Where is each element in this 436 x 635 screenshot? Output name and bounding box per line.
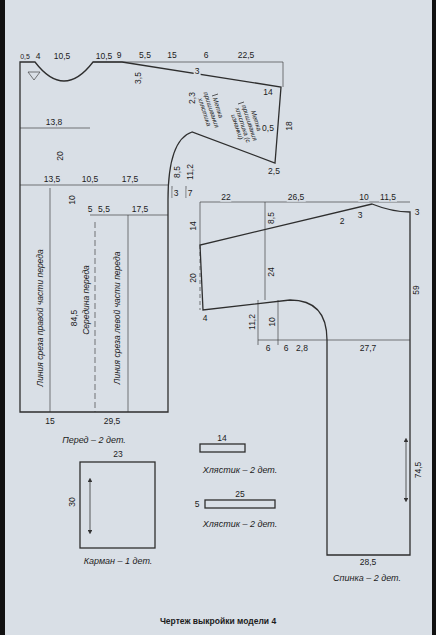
dimension-label: 17,5 xyxy=(121,175,140,184)
dimension-label: 15 xyxy=(166,51,177,60)
drawing-caption: Чертеж выкройки модели 4 xyxy=(159,617,277,626)
dimension-label: 11,2 xyxy=(186,163,195,181)
pattern-piece: Хлястик – 2 дет. xyxy=(180,432,300,480)
dimension-label: 6 xyxy=(283,344,290,353)
piece-caption: Линия среза левой части переда xyxy=(113,251,122,386)
dimension-label: 22,5 xyxy=(237,51,256,60)
dimension-label: 26,5 xyxy=(287,193,306,202)
dimension-label: 4 xyxy=(35,52,42,61)
dimension-label: 23 xyxy=(112,450,123,459)
dimension-label: 5 xyxy=(87,205,94,214)
dimension-label: 14 xyxy=(216,434,227,443)
piece-caption: Карман – 1 дет. xyxy=(83,557,154,566)
dimension-label: 3 xyxy=(357,211,364,220)
dimension-label: 9 xyxy=(116,51,123,60)
dimension-label: 8,5 xyxy=(173,165,182,179)
dimension-label: 10,5 xyxy=(81,175,100,184)
dimension-label: 10,5 xyxy=(95,52,114,61)
dimension-label: 14 xyxy=(262,88,273,97)
dimension-label: 7 xyxy=(187,189,194,198)
dimension-label: 74,5 xyxy=(414,461,423,480)
dimension-label: 11,2 xyxy=(248,313,257,331)
dimension-label: 3 xyxy=(173,189,180,198)
dimension-label: 11,5 xyxy=(379,193,397,202)
dimension-label: 17,5 xyxy=(131,205,150,214)
dimension-label: 59 xyxy=(412,284,421,295)
dimension-label: 5 xyxy=(194,500,201,509)
dimension-label: 3,5 xyxy=(134,71,143,85)
dimension-label: 13,5 xyxy=(43,175,62,184)
dimension-label: 15 xyxy=(44,417,55,426)
piece-caption: Хлястик – 2 дет. xyxy=(202,466,278,475)
dimension-label: 3 xyxy=(194,67,201,76)
dimension-label: 20 xyxy=(189,272,198,283)
dimension-label: 10 xyxy=(68,194,77,205)
pattern-piece: Спинка – 2 дет. xyxy=(326,198,426,590)
dimension-label: 14 xyxy=(189,220,198,231)
dimension-label: 28,5 xyxy=(359,558,378,567)
dimension-label: 10,5 xyxy=(53,52,72,61)
piece-caption: Спинка – 2 дет. xyxy=(332,574,402,583)
dimension-label: 30 xyxy=(68,496,77,507)
dimension-label: 2,5 xyxy=(267,167,281,176)
pattern-piece: Карман – 1 дет. xyxy=(58,446,178,572)
dimension-label: 10 xyxy=(358,193,369,202)
piece-caption: Перед – 2 дет. xyxy=(61,436,127,445)
dimension-label: 13,8 xyxy=(45,118,64,127)
dimension-label: 84,5 xyxy=(70,309,79,328)
pattern-piece: Метка пришивания хлястикаМетка пришивани… xyxy=(16,56,292,450)
dimension-label: 10 xyxy=(268,316,277,327)
dimension-label: 4 xyxy=(202,314,209,323)
dimension-label: 2,3 xyxy=(188,91,197,105)
dimension-label: 0,5 xyxy=(261,124,275,133)
dimension-label: 22 xyxy=(220,193,231,202)
dimension-label: 25 xyxy=(234,490,245,499)
dimension-label: 6 xyxy=(203,51,210,60)
dimension-label: 2 xyxy=(339,217,346,226)
dimension-label: 5,5 xyxy=(97,205,111,214)
piece-caption: Середина переда xyxy=(82,264,91,336)
dimension-label: 5,5 xyxy=(138,51,152,60)
dimension-label: 2,8 xyxy=(295,344,309,353)
dimension-label: 0,5 xyxy=(19,53,31,60)
dimension-label: 29,5 xyxy=(103,417,122,426)
dimension-label: 18 xyxy=(285,120,294,131)
mark-note: Метка пришивания хлястика xyxy=(195,87,227,133)
piece-caption: Хлястик – 2 дет. xyxy=(202,520,278,529)
dimension-label: 3 xyxy=(414,208,421,217)
dimension-label: 6 xyxy=(265,344,272,353)
dimension-label: 8,5 xyxy=(267,211,276,225)
dimension-label: 24 xyxy=(267,266,276,277)
piece-caption: Линия среза правой части переда xyxy=(36,248,45,387)
dimension-label: 20 xyxy=(56,150,65,161)
dimension-label: 27,7 xyxy=(359,344,378,353)
